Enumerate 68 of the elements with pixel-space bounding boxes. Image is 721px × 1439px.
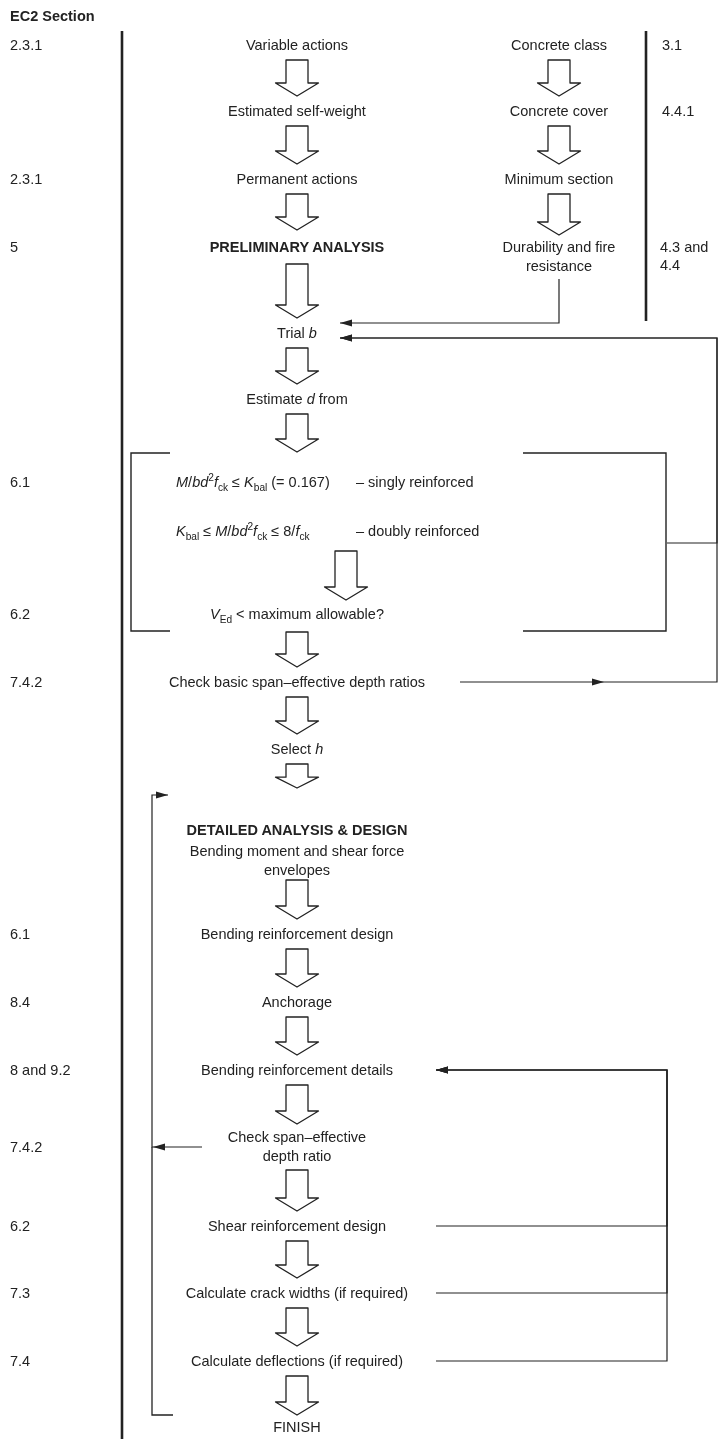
block-arrow xyxy=(274,631,320,668)
step-text: Durability and fire resistance xyxy=(497,235,621,279)
section-number: 7.4 xyxy=(10,1352,32,1370)
section-number: 4.4.1 xyxy=(662,102,696,120)
section-number: 8.4 xyxy=(10,993,32,1011)
section-number: 8 and 9.2 xyxy=(10,1061,72,1079)
arrow xyxy=(339,278,560,327)
section-number: 5 xyxy=(10,238,20,256)
step-text: Estimated self-weight xyxy=(187,96,407,126)
block-arrow xyxy=(274,1240,320,1279)
step-text: Select h xyxy=(237,734,357,764)
bracket-frame xyxy=(130,452,667,632)
step-text: Check basic span–effective depth ratios xyxy=(134,667,460,697)
formula: K$_{bal}$ ≤ M/bd$^{2}$f$_{ck}$ ≤ 8/f$_{ck}$ xyxy=(176,521,311,541)
block-arrow xyxy=(274,59,320,97)
step-text: Bending moment and shear force envelopes xyxy=(188,842,406,880)
section-number: 6.1 xyxy=(10,925,32,943)
block-arrow xyxy=(274,125,320,165)
block-arrow xyxy=(536,59,582,97)
step-text: Calculate deflections (if required) xyxy=(158,1346,436,1376)
section-number: 3.1 xyxy=(662,36,684,54)
block-arrow xyxy=(274,1016,320,1056)
step-text: Trial b xyxy=(254,318,340,348)
block-arrow xyxy=(323,550,369,601)
step-text: Anchorage xyxy=(197,987,397,1017)
block-arrow xyxy=(274,347,320,385)
section-number: 7.4.2 xyxy=(10,673,44,691)
block-arrow xyxy=(274,1169,320,1212)
step-text: V$_{Ed}$ < maximum allowable? xyxy=(177,600,417,628)
section-number: 7.3 xyxy=(10,1284,32,1302)
block-arrow xyxy=(274,1375,320,1416)
block-arrow xyxy=(274,948,320,988)
step-text: FINISH xyxy=(237,1415,357,1439)
section-number: 6.1 xyxy=(10,473,32,491)
block-arrow xyxy=(274,879,320,920)
block-arrow xyxy=(274,763,320,789)
block-arrow xyxy=(274,1084,320,1125)
step-text: Concrete class xyxy=(484,30,634,60)
block-arrow xyxy=(274,193,320,231)
section-number: 2.3.1 xyxy=(10,170,44,188)
heading-text: DETAILED ANALYSIS & DESIGN xyxy=(186,821,408,840)
block-arrow xyxy=(536,193,582,236)
step-text: Variable actions xyxy=(187,30,407,60)
step-text: Calculate crack widths (if required) xyxy=(158,1278,436,1308)
column-heading: EC2 Section xyxy=(10,7,96,25)
section-number: 6.2 xyxy=(10,605,32,623)
step-text: Permanent actions xyxy=(187,164,407,194)
step-text: Minimum section xyxy=(484,164,634,194)
step-text: Check span–effective depth ratio xyxy=(202,1124,392,1170)
formula: M/bd$^{2}$f$_{ck}$ ≤ K$_{bal}$ (= 0.167) xyxy=(176,472,331,492)
block-arrow xyxy=(536,125,582,165)
block-arrow xyxy=(274,696,320,735)
heading-text: PRELIMINARY ANALYSIS xyxy=(177,230,417,264)
block-arrow xyxy=(274,413,320,453)
step-text: Shear reinforcement design xyxy=(158,1211,436,1241)
step-text: Bending reinforcement design xyxy=(158,919,436,949)
block-arrow xyxy=(274,263,320,319)
section-number: 7.4.2 xyxy=(10,1138,44,1156)
step-text: Estimate d from xyxy=(217,384,377,414)
arrow xyxy=(435,1066,668,1362)
section-number: 2.3.1 xyxy=(10,36,44,54)
section-number: 4.3 and 4.4 xyxy=(660,238,710,274)
step-text: Concrete cover xyxy=(484,96,634,126)
section-number: 6.2 xyxy=(10,1217,32,1235)
step-text: Bending reinforcement details xyxy=(158,1055,436,1085)
note-text: – doubly reinforced xyxy=(356,521,480,541)
block-arrow xyxy=(274,1307,320,1347)
note-text: – singly reinforced xyxy=(356,472,474,492)
